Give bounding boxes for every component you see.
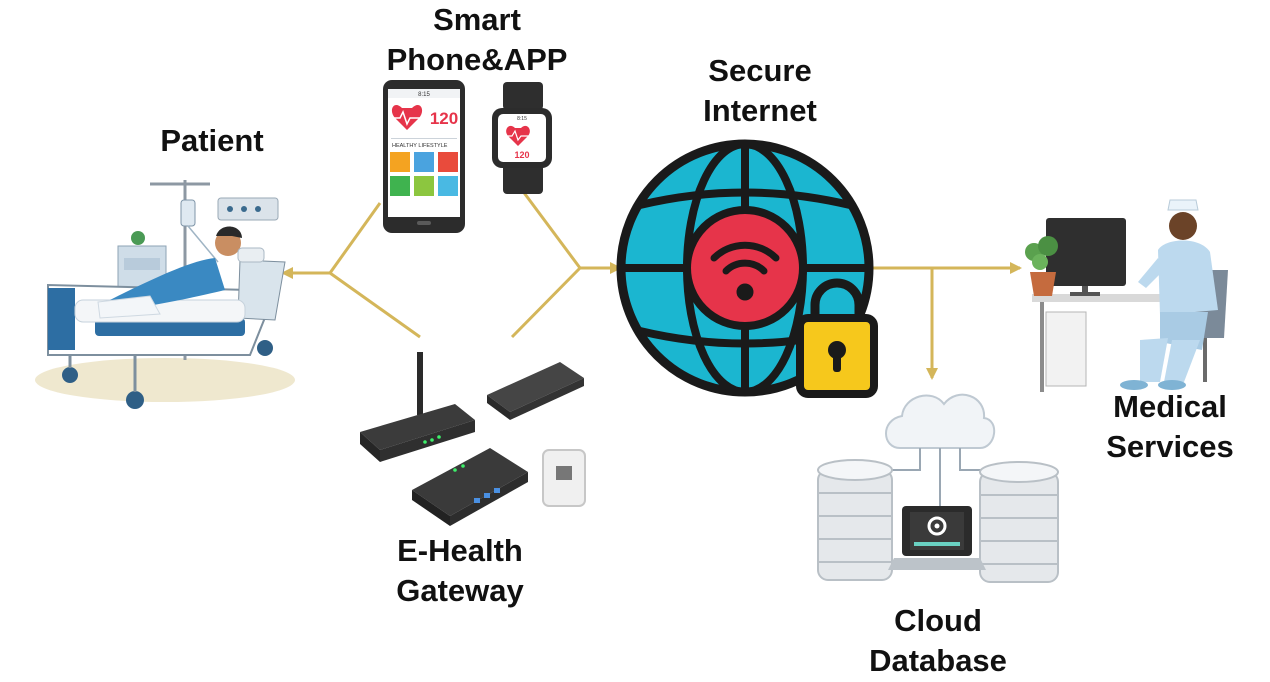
app-tiles <box>390 152 458 196</box>
gateway-to-internet-line <box>510 266 582 339</box>
phone-to-patient-line <box>328 202 382 274</box>
phone-healthy-caption: HEALTHY LIFESTYLE <box>392 143 448 149</box>
watch-to-internet-line <box>520 189 582 269</box>
gateway-devices-illustration <box>360 352 586 526</box>
cloud-label: Cloud Database <box>850 601 1026 681</box>
patient-label: Patient <box>150 121 274 161</box>
medical-services-illustration <box>1025 199 1228 392</box>
padlock-icon <box>796 278 878 398</box>
wifi-icon <box>710 241 780 301</box>
medical-label: Medical Services <box>1094 387 1246 467</box>
patient-bed-illustration <box>35 180 295 409</box>
connector-lines <box>281 189 1022 380</box>
gateway-label-line2: Gateway <box>396 573 524 608</box>
cloud-label-line1: Cloud <box>894 603 982 638</box>
medical-label-line1: Medical <box>1113 389 1227 424</box>
smartphone-illustration <box>383 80 465 233</box>
gateway-label-line1: E-Health <box>397 533 523 568</box>
gateway-label: E-Health Gateway <box>370 531 550 611</box>
gateway-to-patient-line <box>329 271 421 339</box>
internet-label-line2: Internet <box>703 93 817 128</box>
cloud-label-line2: Database <box>869 643 1007 678</box>
patient-label-text: Patient <box>160 123 264 158</box>
smartphone-label: Smart Phone&APP <box>368 0 586 80</box>
phone-heart-value: 120 <box>430 109 458 128</box>
internet-label: Secure Internet <box>680 51 840 131</box>
internet-label-line1: Secure <box>708 53 812 88</box>
left-server-stack <box>817 459 893 581</box>
smartwatch-illustration <box>492 82 552 194</box>
smartphone-label-line2: Phone&APP <box>386 42 568 77</box>
laptop-icon <box>888 506 986 570</box>
watch-status-time: 8:15 <box>517 116 527 122</box>
phone-status-time: 8:15 <box>418 92 430 98</box>
smartphone-label-line1: Smart <box>433 2 521 37</box>
cloud-database-illustration <box>817 393 1059 583</box>
watch-heart-value: 120 <box>514 150 529 160</box>
secure-internet-globe <box>616 139 878 398</box>
medical-label-line2: Services <box>1106 429 1234 464</box>
right-server-stack <box>979 461 1059 583</box>
